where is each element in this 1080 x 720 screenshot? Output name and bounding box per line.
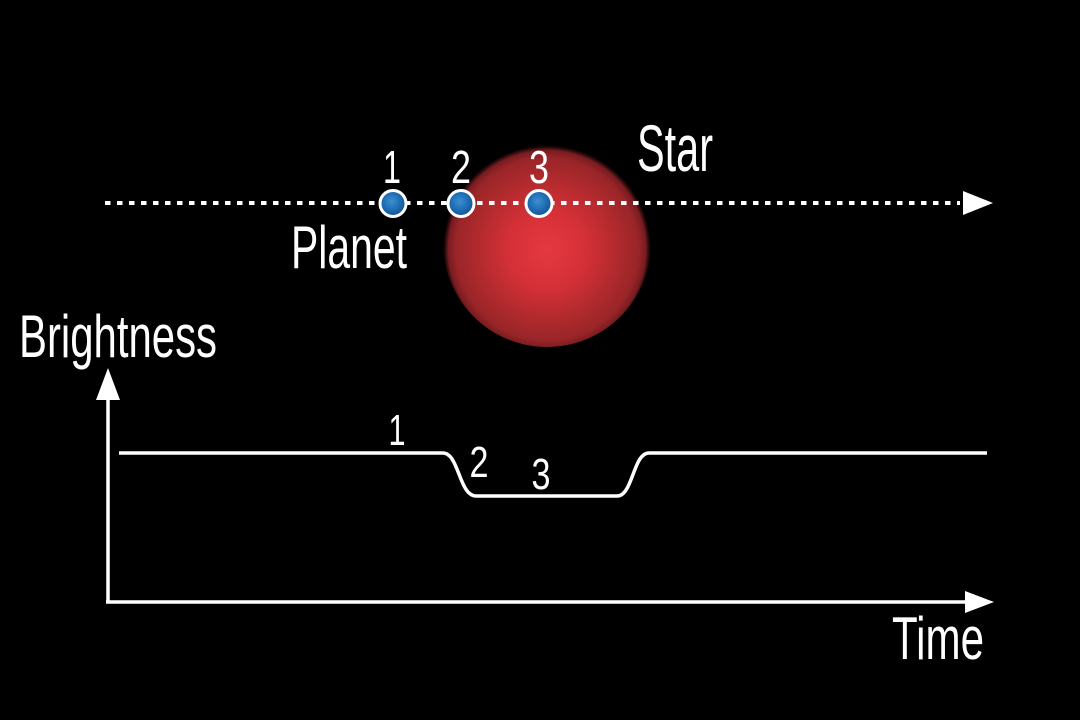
planet-path-arrowhead [963,191,993,215]
y-axis-arrowhead [96,368,120,400]
planet-dot-1 [378,189,408,218]
planet-position-label-1: 1 [383,141,401,193]
star-label: Star [637,111,713,185]
curve-point-label-3: 3 [532,450,551,499]
light-curve [119,451,987,498]
planet-label: Planet [291,214,407,281]
planet-position-label-2: 2 [451,141,471,193]
brightness-axis-label: Brightness [19,303,217,370]
curve-point-label-1: 1 [389,406,406,455]
curve-point-label-2: 2 [470,438,489,487]
planet-position-label-3: 3 [529,141,549,193]
planet-dot-3 [524,189,554,218]
x-axis-arrowhead [965,591,994,613]
star-disk [443,139,651,347]
time-axis-label: Time [892,605,984,672]
planet-dot-2 [446,189,476,218]
